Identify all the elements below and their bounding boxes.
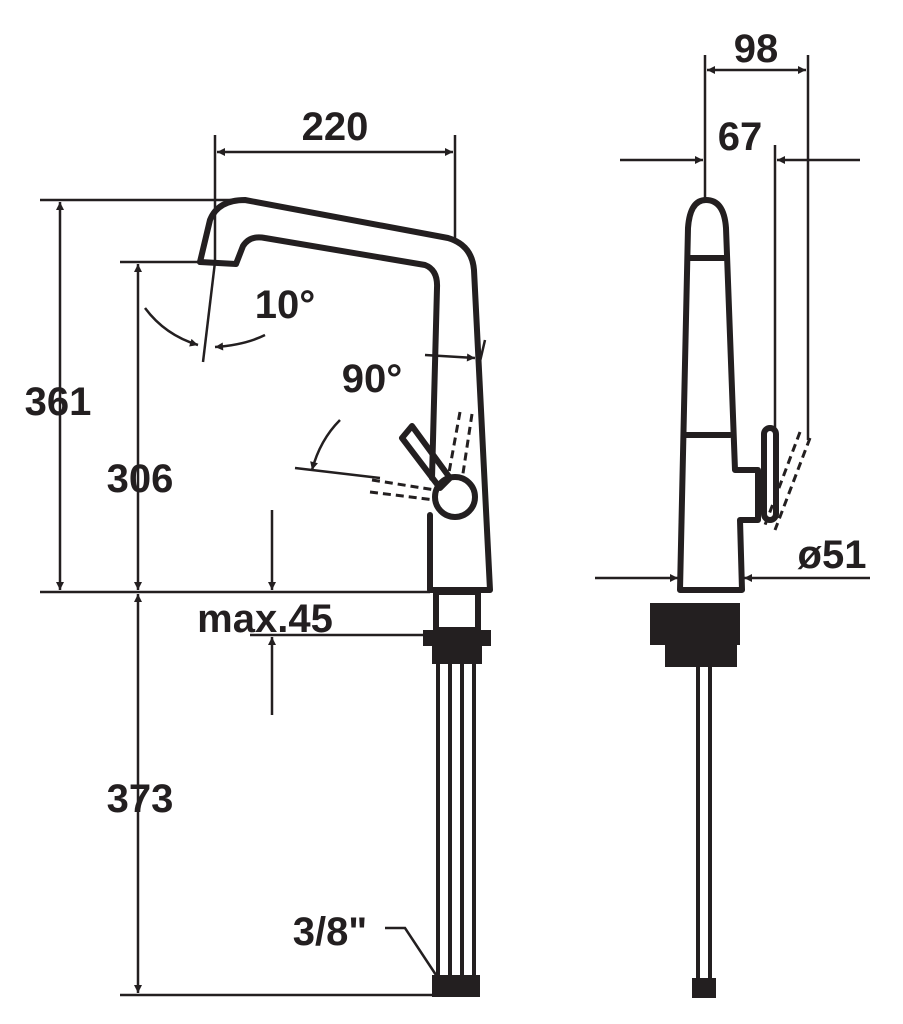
- side-lever-alt: [763, 431, 812, 531]
- dim-220: 220: [302, 105, 369, 149]
- dim-arc-10: [143, 307, 199, 347]
- side-view: [650, 197, 812, 998]
- dim-10-deg: 10°: [255, 283, 316, 327]
- hose-fittings: [432, 975, 480, 997]
- dim-max-45: max.45: [197, 597, 333, 641]
- side-dimensions: 98 67 ø51: [595, 27, 870, 582]
- side-hose: [696, 665, 712, 982]
- base-plate: [423, 630, 491, 646]
- side-body: [677, 197, 761, 593]
- dim-98: 98: [734, 27, 779, 71]
- thread-leader: [385, 926, 440, 979]
- hoses: [436, 662, 476, 982]
- dim-361: 361: [25, 380, 92, 424]
- front-dimensions: 220 361 306 373 max.45 10° 90° 3/8": [25, 105, 487, 997]
- side-lever: [761, 425, 779, 523]
- dim-thread: 3/8": [293, 910, 368, 954]
- dim-90-deg: 90°: [342, 357, 403, 401]
- dim-306: 306: [107, 457, 174, 501]
- lever-hub: [432, 474, 478, 520]
- lever-alt-position: [369, 411, 474, 502]
- dim-373: 373: [107, 777, 174, 821]
- front-view: [197, 197, 493, 997]
- side-base: [650, 603, 740, 645]
- dim-arc-90: [310, 419, 341, 471]
- dim-67: 67: [718, 115, 763, 159]
- neck: [433, 589, 481, 633]
- dim-51: ø51: [798, 533, 867, 577]
- spout-inner: [197, 234, 441, 481]
- base-ring: [432, 646, 482, 664]
